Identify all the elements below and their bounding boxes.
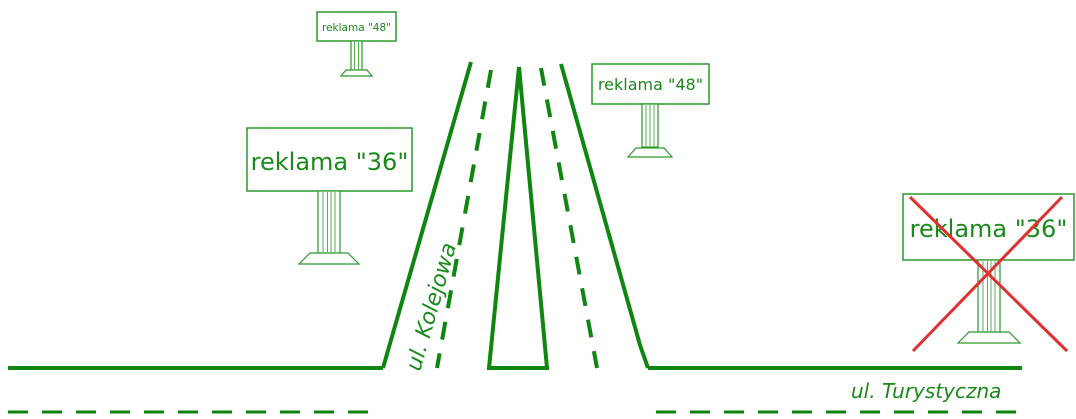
- lane-divider-right: [539, 67, 599, 369]
- lane-divider-left: [435, 69, 493, 369]
- removed-cross-icon: [908, 195, 1069, 353]
- billboard-base: [626, 147, 674, 158]
- vertical-road: [381, 61, 650, 370]
- billboard-mid-right: reklama "48": [591, 63, 710, 158]
- road-edge-left-curb: [381, 61, 473, 369]
- billboard-pole: [350, 40, 363, 71]
- billboard-panel: [902, 193, 1075, 261]
- median-island: [486, 66, 550, 370]
- billboard-label: reklama "48": [598, 75, 703, 94]
- billboard-big-left: reklama "36": [246, 127, 413, 265]
- street-label-turystyczna: ul. Turystyczna: [851, 379, 1001, 403]
- billboard-crossed-right: reklama "36": [902, 193, 1075, 353]
- billboard-base: [297, 252, 361, 265]
- billboard-base: [956, 331, 1022, 344]
- road-edge-right-curb: [559, 63, 650, 369]
- billboard-small-top: reklama "48": [316, 11, 397, 77]
- billboard-label: reklama "48": [322, 22, 391, 34]
- billboard-panel: [246, 127, 413, 192]
- billboard-base: [339, 69, 374, 77]
- street-label-kolejowa: ul. Kolejowa: [402, 240, 462, 374]
- billboard-pole: [317, 190, 341, 254]
- horizontal-road: [8, 366, 1022, 414]
- billboard-label: reklama "36": [251, 148, 409, 176]
